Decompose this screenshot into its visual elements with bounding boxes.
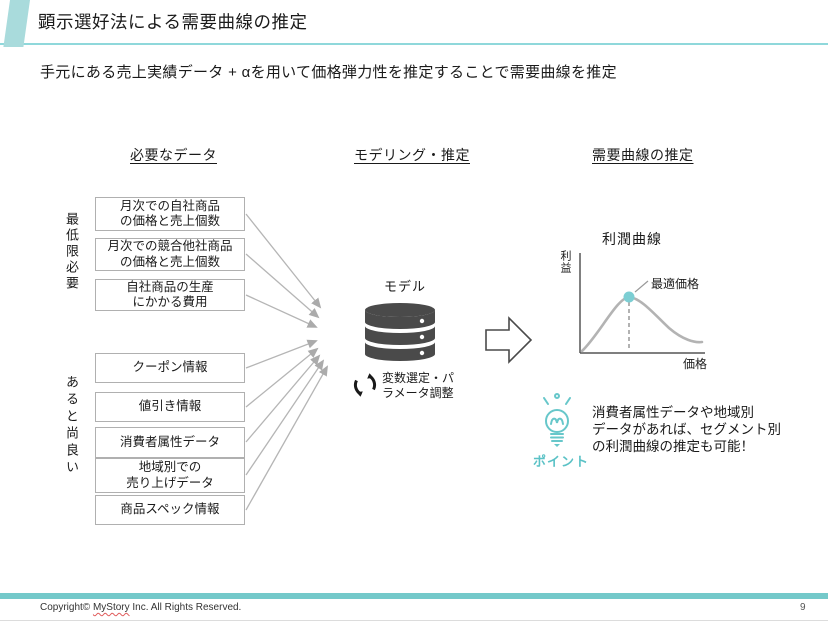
optimal-price-dot <box>623 291 635 303</box>
page-number: 9 <box>800 602 806 613</box>
footer-accent-bar <box>0 593 828 599</box>
lightbulb-icon <box>543 393 571 447</box>
model-label: モデル <box>384 279 427 294</box>
refresh-icon <box>353 373 377 397</box>
data-box-competitor-price-sales: 月次での競合他社商品 の価格と売上個数 <box>95 238 245 271</box>
point-text: 消費者属性データや地域別 データがあれば、セグメント別 の利潤曲線の推定も可能！ <box>592 405 781 454</box>
block-arrow-icon <box>485 316 533 364</box>
converging-arrows <box>245 213 328 511</box>
group-label-minimum-required: 最低限必要 <box>64 212 79 292</box>
profit-chart-ylabel: 利益 <box>559 250 571 274</box>
data-box-production-cost: 自社商品の生産 にかかる費用 <box>95 279 245 311</box>
footer-bottom-edge <box>0 620 828 621</box>
data-box-product-spec: 商品スペック情報 <box>95 495 245 525</box>
column-header-required-data: 必要なデータ <box>130 147 217 163</box>
profit-chart-title: 利潤曲線 <box>602 231 662 247</box>
data-box-own-product-price-sales: 月次での自社商品 の価格と売上個数 <box>95 197 245 231</box>
profit-curve-chart <box>579 253 705 354</box>
profit-chart-xlabel: 価格 <box>683 357 708 371</box>
optimal-price-annotation: 最適価格 <box>651 277 700 291</box>
data-box-regional-sales: 地域別での 売り上げデータ <box>95 458 245 493</box>
data-box-coupon-info: クーポン情報 <box>95 353 245 383</box>
copyright-brand: MyStory <box>92 602 130 613</box>
accent-parallelogram <box>3 0 30 47</box>
profit-curve <box>580 295 704 353</box>
group-label-nice-to-have: あると尚良い <box>64 375 79 477</box>
column-header-demand-curve: 需要曲線の推定 <box>592 147 694 163</box>
annotation-callout-line <box>634 280 649 293</box>
point-label: ポイント <box>533 454 590 469</box>
copyright-suffix: Inc. All Rights Reserved. <box>129 602 242 613</box>
copyright-prefix: Copyright© <box>40 602 93 613</box>
footer-copyright: Copyright© MyStory Inc. All Rights Reser… <box>40 602 241 613</box>
page-title: 顕示選好法による需要曲線の推定 <box>38 12 308 32</box>
data-box-discount-info: 値引き情報 <box>95 392 245 422</box>
data-box-consumer-attributes: 消費者属性データ <box>95 427 245 458</box>
title-underline-rule <box>0 43 828 45</box>
slide-subtitle: 手元にある売上実績データ + αを用いて価格弾力性を推定することで需要曲線を推定 <box>40 64 617 81</box>
database-icon <box>365 303 435 361</box>
column-header-modeling: モデリング・推定 <box>354 147 470 163</box>
tuning-note: 変数選定・パ ラメータ調整 <box>382 371 455 400</box>
